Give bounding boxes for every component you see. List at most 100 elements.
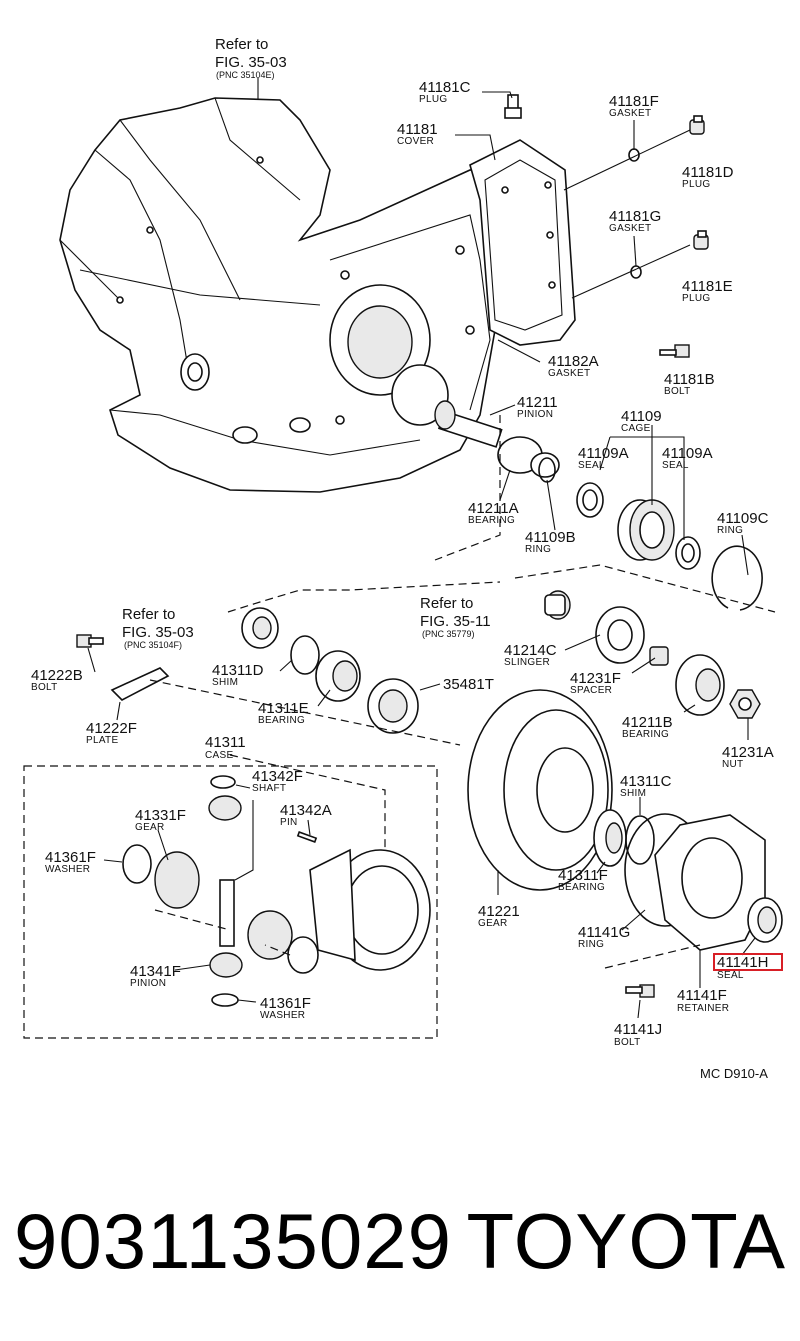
svg-text:NUT: NUT — [722, 759, 743, 770]
refer-to-label: Refer to — [215, 36, 268, 53]
svg-text:41109B: 41109B — [525, 529, 576, 546]
seal-41141H — [747, 897, 783, 943]
seal-35481T — [367, 678, 419, 734]
part-label-highlighted[interactable]: 41141H SEAL — [713, 953, 783, 981]
svg-text:SEAL: SEAL — [717, 970, 744, 981]
shim-41311D — [290, 635, 320, 675]
svg-text:PINION: PINION — [517, 409, 553, 420]
shim-41311C — [625, 815, 655, 865]
dashed-guide-lines — [149, 415, 776, 969]
plug-41181E — [693, 230, 709, 250]
plug-41181C — [504, 94, 522, 119]
svg-text:PIN: PIN — [280, 817, 298, 828]
svg-text:SEAL: SEAL — [662, 460, 689, 471]
highlight-box — [713, 953, 783, 971]
brand-name: TOYOTA — [466, 1197, 786, 1285]
retainer-41141F — [654, 814, 766, 951]
svg-text:BOLT: BOLT — [664, 386, 691, 397]
fig-reference[interactable]: FIG. 35-03 — [215, 54, 287, 71]
svg-text:SPACER: SPACER — [570, 685, 612, 696]
svg-text:BEARING: BEARING — [258, 715, 305, 726]
transaxle-housing-drawing — [59, 97, 521, 493]
svg-text:RETAINER: RETAINER — [677, 1003, 729, 1014]
washer-41361F-bottom — [211, 993, 239, 1007]
svg-text:GASKET: GASKET — [609, 223, 651, 234]
svg-text:PINION: PINION — [130, 978, 166, 989]
svg-text:41214C: 41214C — [504, 642, 557, 659]
exploded-parts-diagram: Refer to FIG. 35-03 (PNC 35104E) Refer t… — [23, 36, 783, 1081]
bearing-41211B — [675, 654, 725, 716]
callout-ref-35-03-top[interactable]: Refer to FIG. 35-03 (PNC 35104E) — [215, 36, 287, 80]
bearing-ref-35104F — [241, 607, 279, 649]
svg-text:41181D: 41181D — [682, 164, 734, 181]
svg-text:BEARING: BEARING — [622, 729, 669, 740]
svg-text:41311D: 41311D — [212, 662, 264, 679]
svg-text:41109: 41109 — [621, 408, 662, 425]
fig-reference[interactable]: FIG. 35-11 — [420, 613, 491, 630]
svg-text:SLINGER: SLINGER — [504, 657, 550, 668]
svg-text:41231F: 41231F — [570, 670, 621, 687]
pnc-reference: (PNC 35104F) — [124, 640, 182, 650]
svg-text:41311E: 41311E — [258, 700, 309, 717]
svg-text:RING: RING — [717, 525, 743, 536]
svg-text:WASHER: WASHER — [45, 864, 90, 875]
svg-text:GEAR: GEAR — [478, 918, 508, 929]
svg-text:41222F: 41222F — [86, 720, 137, 737]
washer-41361F-left — [122, 844, 152, 884]
case-41311 — [309, 848, 431, 971]
svg-text:41182A: 41182A — [548, 353, 599, 370]
svg-text:41181C: 41181C — [419, 79, 471, 96]
fig-reference[interactable]: FIG. 35-03 — [122, 624, 194, 641]
svg-text:41311: 41311 — [205, 734, 246, 751]
washer-41361F-right — [287, 936, 319, 974]
callout-ref-35-03-left[interactable]: Refer to FIG. 35-03 (PNC 35104F) — [122, 606, 194, 650]
svg-text:BEARING: BEARING — [468, 515, 515, 526]
nut-41231A — [729, 689, 761, 719]
svg-text:WASHER: WASHER — [260, 1010, 305, 1021]
part-label[interactable]: 35481T — [443, 676, 494, 693]
callout-ref-35-11[interactable]: Refer to FIG. 35-11 (PNC 35779) — [420, 595, 491, 639]
svg-text:GEAR: GEAR — [135, 822, 165, 833]
svg-text:BEARING: BEARING — [558, 882, 605, 893]
svg-text:41342F: 41342F — [252, 768, 303, 785]
svg-text:BOLT: BOLT — [614, 1037, 641, 1048]
svg-text:41109C: 41109C — [717, 510, 769, 527]
footer-bar: 9031135029 TOYOTA — [14, 1196, 786, 1286]
